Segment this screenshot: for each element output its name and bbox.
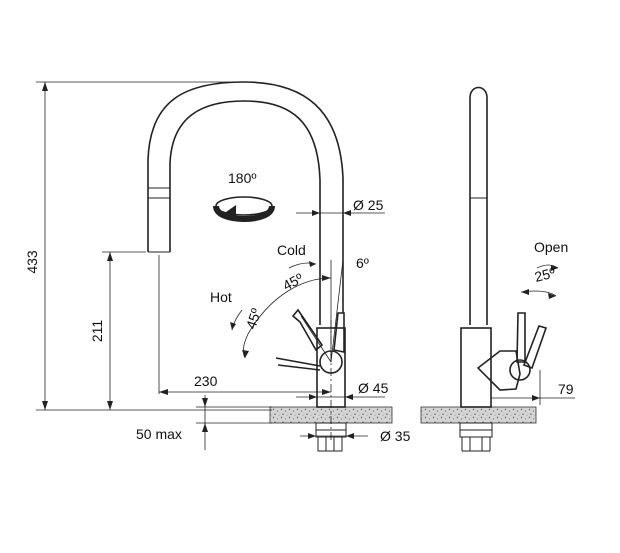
handle-housing-side [476,350,521,391]
spout-outer [147,81,344,313]
faucet-body-side [460,327,492,408]
handle-lever-front [333,312,345,353]
open-angle-label: 25º [533,264,557,285]
open-label: Open [534,239,568,255]
reach-label: 230 [194,373,218,389]
base-diameter-label: Ø 35 [380,428,411,444]
side-depth-label: 79 [558,381,574,397]
body-diameter-label: Ø 45 [358,380,389,396]
rotation-360-icon [213,196,275,223]
cold-angle-arc [247,277,332,335]
height-total-label: 433 [24,250,40,274]
spout-side [469,86,488,325]
spout-inner [169,100,321,325]
height-spout-label: 211 [89,320,105,343]
handle-lever-hot [291,308,324,352]
cold-angle-label: 45º [280,270,306,294]
hot-angle-label: 45º [243,306,265,331]
mount-thickness-label: 50 max [136,426,182,442]
hot-label: Hot [210,289,232,305]
spout-diameter-label: Ø 25 [353,197,384,213]
countertop-side [420,406,537,424]
rotation-label: 180º [228,170,256,186]
hot-angle-arc [242,333,249,359]
tilt-label: 6º [356,255,369,271]
cold-label: Cold [277,242,306,258]
handle-lever-side [516,312,526,363]
handle-lever-open [522,325,548,370]
front-view: 433 211 230 180º Ø 25 Ø 45 Ø 35 6º Cold … [24,81,411,452]
side-view: Open 25º 79 [420,86,575,452]
